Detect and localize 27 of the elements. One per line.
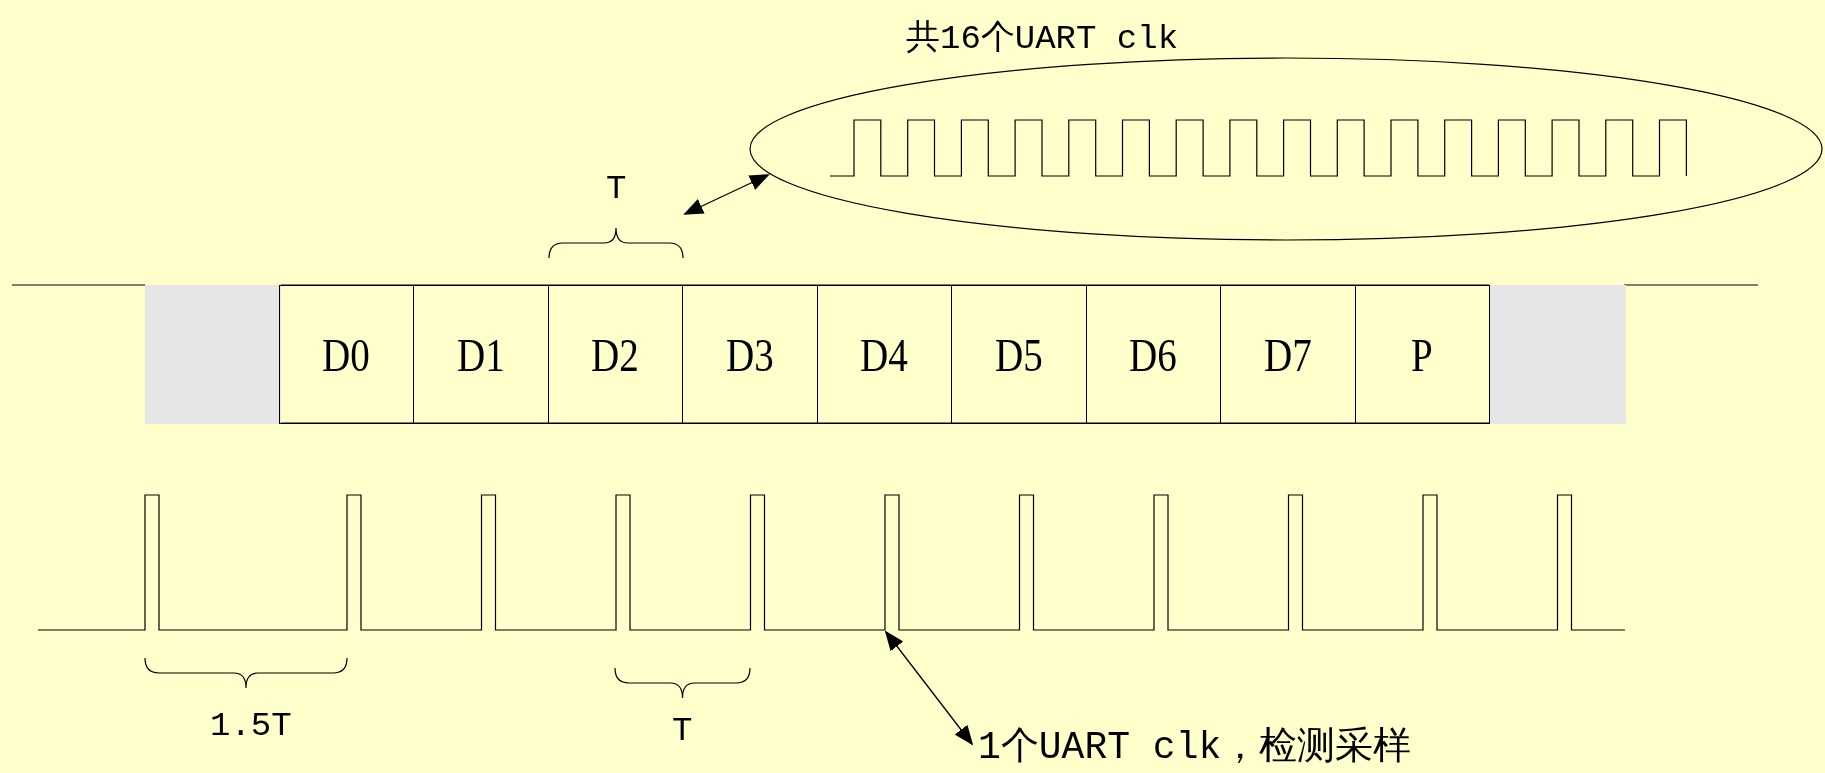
bit-label: D2 xyxy=(591,328,640,381)
bit-cell xyxy=(951,285,1087,424)
bit-cell xyxy=(1354,285,1490,424)
sampling-note: 1个UART clk，检测采样 xyxy=(978,725,1412,771)
bit-label: D5 xyxy=(994,328,1043,381)
bit-cell xyxy=(682,285,818,424)
bit-cell xyxy=(547,285,683,424)
bit-label: D3 xyxy=(725,328,774,381)
double-arrow xyxy=(683,174,770,215)
bit-label: D1 xyxy=(456,328,505,381)
bit-cell xyxy=(1085,285,1221,424)
period-label: T xyxy=(672,712,693,750)
stop-bit-box xyxy=(1490,285,1626,424)
bit-cell xyxy=(413,285,549,424)
bit-cell xyxy=(816,285,952,424)
period-label: 1.5T xyxy=(210,707,292,745)
bit-cell xyxy=(1220,285,1356,424)
bit-cell xyxy=(278,285,414,424)
bit-label: D7 xyxy=(1263,328,1312,381)
start-bit-box xyxy=(145,285,281,424)
bit-label: D0 xyxy=(322,328,371,381)
double-arrow xyxy=(884,630,974,746)
bit-label: D4 xyxy=(860,328,909,381)
bit-label: P xyxy=(1411,328,1434,381)
bit-label: D6 xyxy=(1129,328,1178,381)
clock-count-label: 共16个UART clk xyxy=(906,19,1179,60)
period-label: T xyxy=(606,170,627,208)
